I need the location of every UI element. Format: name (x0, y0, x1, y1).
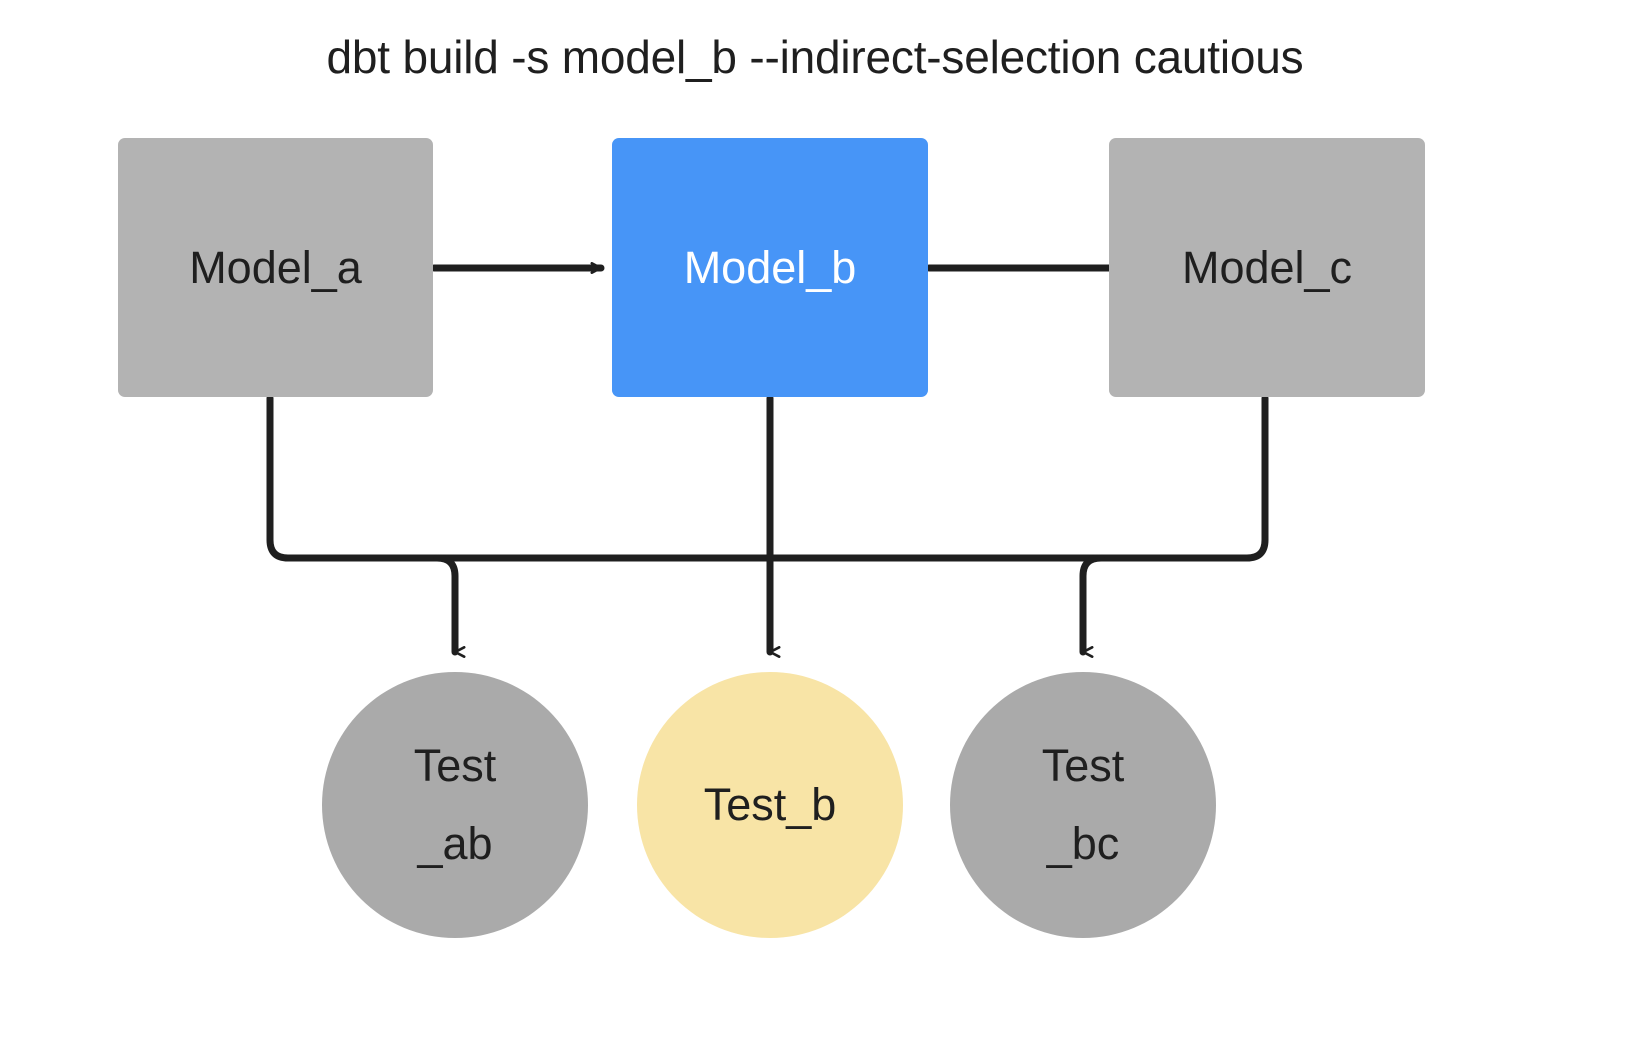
node-model-b[interactable]: Model_b (612, 138, 928, 397)
node-test-b-label-line1: Test_b (703, 779, 837, 830)
node-model-a[interactable]: Model_a (118, 138, 433, 397)
node-test-bc-label-line2: _bc (1046, 818, 1120, 869)
node-test-bc[interactable]: Test _bc (950, 672, 1216, 938)
node-model-a-label: Model_a (189, 242, 362, 293)
node-test-ab-label-line1: Test (413, 740, 497, 791)
node-test-ab[interactable]: Test _ab (322, 672, 588, 938)
node-model-b-label: Model_b (683, 242, 857, 293)
node-test-b[interactable]: Test_b (637, 672, 903, 938)
node-test-ab-label-line2: _ab (417, 818, 493, 869)
diagram-title: dbt build -s model_b --indirect-selectio… (326, 31, 1304, 83)
node-model-c-label: Model_c (1181, 242, 1353, 293)
node-test-bc-label-line1: Test (1041, 740, 1125, 791)
node-model-c[interactable]: Model_c (1109, 138, 1425, 397)
